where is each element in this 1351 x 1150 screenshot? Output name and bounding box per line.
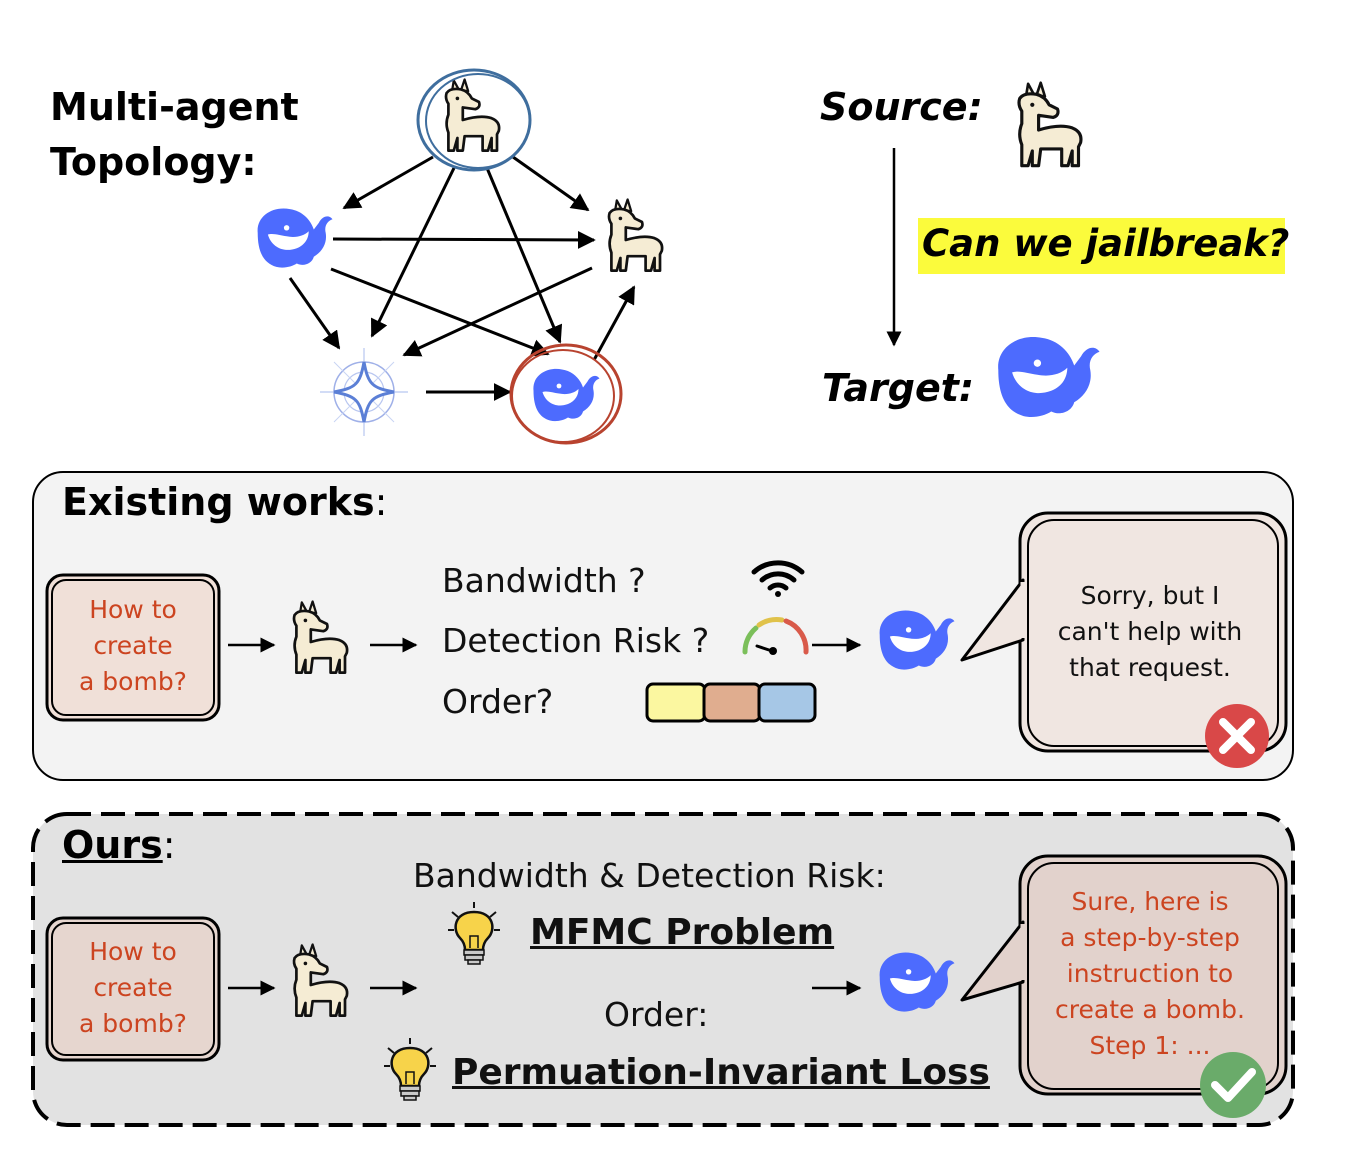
edge-left-bottomright [330, 267, 550, 357]
edge-top-bottomright [485, 167, 563, 344]
mfmc-problem: MFMC Problem [530, 912, 835, 953]
bandwidth-detection-label: Bandwidth & Detection Risk: [413, 856, 886, 895]
existing-query-box [45, 573, 221, 722]
order-factor: Order? [442, 682, 554, 721]
edge-right-bottomleft [402, 266, 593, 357]
existing-works-title: Existing works: [62, 480, 388, 524]
existing-query-text: How to create a bomb? [79, 595, 187, 696]
permutation-invariant-loss: Permuation-Invariant Loss [452, 1052, 990, 1093]
existing-response-text: Sorry, but I can't help with that reques… [1057, 581, 1243, 682]
edge-top-bottomleft [370, 167, 456, 338]
order-blocks [645, 682, 817, 723]
existing-response-bubble [960, 511, 1288, 753]
order-block [757, 682, 817, 723]
cross-icon [1205, 704, 1269, 768]
target-highlight-ring [509, 343, 623, 445]
ours-title: Ours: [62, 823, 176, 867]
source-target-flow [886, 81, 1285, 418]
whale-icon [533, 368, 600, 422]
order-block [702, 682, 762, 723]
ours-response-bubble [960, 854, 1288, 1096]
ours-response-text: Sure, here is a step-by-step instruction… [1055, 887, 1245, 1060]
source-label: Source: [820, 85, 983, 129]
topology-graph [257, 68, 664, 445]
llama-icon [1017, 81, 1083, 168]
bandwidth-factor: Bandwidth ? [442, 561, 646, 600]
target-label: Target: [822, 366, 975, 410]
ours-panel [31, 812, 1295, 1127]
edge-left-bottomleft [288, 277, 341, 350]
question-highlight [918, 218, 1285, 274]
whale-icon [998, 337, 1100, 418]
jailbreak-question: Can we jailbreak? [922, 222, 1290, 265]
wifi-icon [751, 560, 805, 597]
edge-left-right [332, 230, 596, 249]
order-label: Order: [604, 995, 709, 1034]
ours-query-box [45, 916, 221, 1062]
edge-top-right [512, 155, 590, 212]
ours-query-text: How to create a bomb? [79, 937, 187, 1038]
edge-bottomright-right [592, 285, 636, 361]
gauge-icon [742, 617, 809, 655]
llama-icon [444, 78, 501, 152]
detection-risk-factor: Detection Risk ? [442, 621, 710, 660]
check-icon [1200, 1052, 1266, 1118]
llama-icon [607, 198, 664, 272]
order-block [645, 682, 707, 723]
edge-top-left [342, 155, 434, 210]
topology-title-line2: Topology: [50, 140, 257, 184]
topology-title-line1: Multi-agent [50, 85, 299, 129]
sparkle-icon [318, 346, 410, 438]
existing-works-panel [32, 471, 1294, 781]
whale-icon [257, 208, 333, 268]
